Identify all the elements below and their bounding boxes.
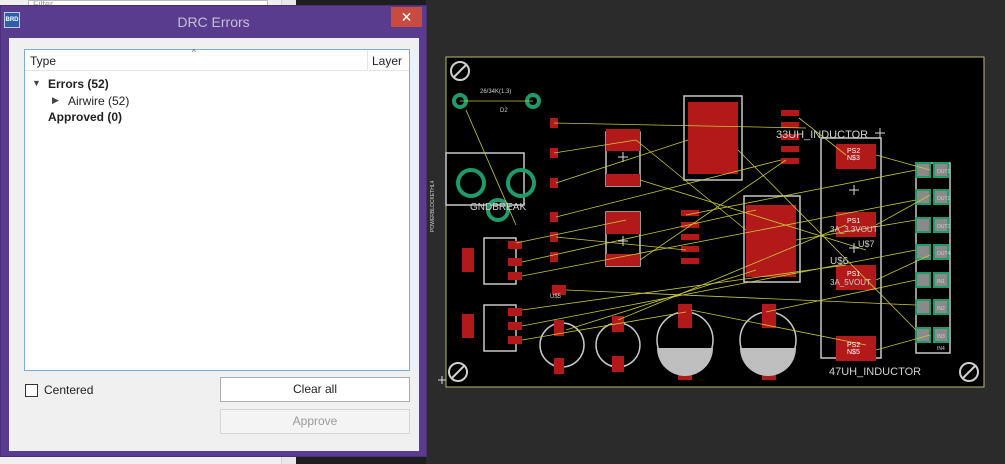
tree-node-airwire[interactable]: ▶ Airwire (52) (25, 93, 405, 109)
dialog-title: DRC Errors (177, 14, 250, 30)
airwire-label: Airwire (52) (68, 94, 130, 108)
label-out1: OUT1 (937, 169, 951, 175)
app-icon: BRD (4, 12, 20, 28)
label-ps1-a: PS1 (847, 218, 860, 225)
pcb-layout: D2 26/34K(1.3) 33UH_INDUCTOR 47UH_INDUCT… (430, 56, 985, 388)
tree-node-errors[interactable]: ▼ Errors (52) (25, 76, 405, 92)
label-inductor-33: 33UH_INDUCTOR (776, 129, 868, 141)
approved-label: Approved (0) (48, 110, 123, 124)
label-ps2-top: PS2 (847, 148, 860, 155)
mount-hole (448, 61, 979, 382)
title-bar[interactable]: BRD DRC Errors ✕ (1, 6, 426, 38)
label-u5: U$5 (550, 294, 562, 300)
close-button[interactable]: ✕ (391, 7, 422, 27)
dialog-body: Type ^ Layer ▼ Errors (52) ▶ Airwire (52… (9, 38, 419, 451)
centered-checkbox[interactable] (25, 384, 38, 397)
label-out4: OUT4 (937, 251, 951, 257)
label-n5: N$5 (847, 349, 860, 356)
label-in2: IN2 (937, 306, 945, 312)
clear-all-button[interactable]: Clear all (220, 377, 410, 402)
label-in4: IN4 (937, 346, 945, 352)
caret-right-icon[interactable]: ▶ (52, 95, 59, 105)
label-u6: U$6 (830, 256, 849, 267)
label-power-block: POWERBLOCKETHL4 (430, 180, 436, 232)
label-d2: D2 (500, 108, 508, 114)
label-inductor-47: 47UH_INDUCTOR (829, 366, 921, 378)
label-ps1-b: PS1 (847, 271, 860, 278)
tree-header: Type ^ Layer (25, 48, 409, 71)
tree-node-approved[interactable]: Approved (0) (25, 109, 405, 125)
column-layer-header[interactable]: Layer (372, 54, 403, 68)
label-out3: OUT3 (937, 224, 951, 230)
label-u7: U$7 (858, 239, 875, 249)
errors-label: Errors (52) (48, 77, 109, 91)
column-type-header[interactable]: Type (30, 54, 57, 68)
label-in1: IN1 (937, 279, 945, 285)
approve-button[interactable]: Approve (220, 409, 410, 434)
label-ps2-bot: PS2 (847, 342, 860, 349)
label-in3: IN3 (937, 334, 945, 340)
label-n3-top: N$3 (847, 155, 860, 162)
drc-dialog: BRD DRC Errors ✕ Type ^ Layer ▼ Errors (… (0, 5, 427, 457)
label-3v3out: 3A_3.3VOUT (830, 225, 878, 234)
label-gnd-break: GNDBREAK (470, 202, 526, 213)
sort-up-icon: ^ (192, 48, 196, 57)
board-canvas[interactable]: D2 26/34K(1.3) 33UH_INDUCTOR 47UH_INDUCT… (426, 0, 1005, 464)
label-out2: OUT2 (937, 196, 951, 202)
centered-label: Centered (44, 383, 94, 397)
label-d2-part: 26/34K(1.3) (480, 89, 511, 95)
caret-down-icon[interactable]: ▼ (32, 78, 41, 88)
column-divider[interactable] (367, 50, 368, 71)
label-5vout: 3A_5VOUT (830, 278, 871, 287)
error-tree[interactable]: Type ^ Layer ▼ Errors (52) ▶ Airwire (52… (24, 48, 410, 371)
